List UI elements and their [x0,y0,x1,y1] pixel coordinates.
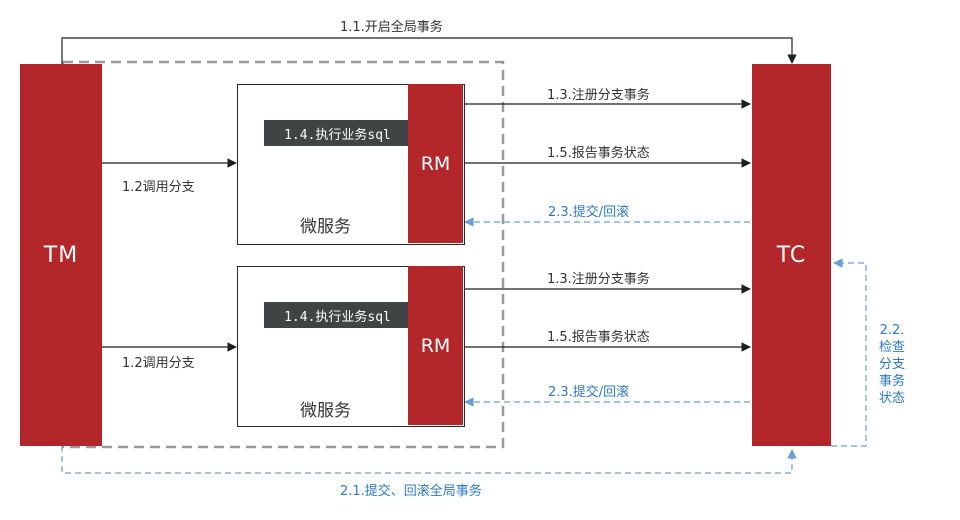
rm-label-bottom: RM [420,334,451,357]
check-status-line-4: 事务 [878,374,905,389]
begin-global-arrow [61,37,797,64]
tm-label: TM [43,242,79,268]
rm-label-top: RM [420,152,451,175]
check-status-line-2: 检查 [878,340,905,355]
commit-rollback-label-top: 2.3.提交/回滚 [548,205,630,220]
tm-block: TM [20,64,102,446]
register-label-top: 1.3.注册分支事务 [547,88,650,103]
rm-block-bottom: RM [408,266,463,425]
commit-rollback-label-bottom: 2.3.提交/回滚 [548,385,630,400]
call-branch-label-top: 1.2调用分支 [122,180,195,195]
sql-task-label-bottom: 1.4.执行业务sql [284,309,391,325]
sql-task-tag-top: 1.4.执行业务sql [264,120,411,146]
report-label-top: 1.5.报告事务状态 [547,146,650,161]
commit-global-arrow [61,446,797,474]
check-status-line-5: 状态 [878,391,905,406]
register-label-bottom: 1.3.注册分支事务 [547,272,650,287]
tc-block: TC [752,64,831,446]
commit-global-label: 2.1.提交、回滚全局事务 [340,484,482,499]
check-status-line-3: 分支 [878,357,905,372]
microservice-label-top: 微服务 [300,217,351,237]
report-label-bottom: 1.5.报告事务状态 [547,330,650,345]
begin-global-label: 1.1.开启全局事务 [340,20,443,35]
check-status-label: 2.2. 检查 分支 事务 状态 [872,322,912,407]
check-status-arrow [831,258,867,447]
sql-task-label-top: 1.4.执行业务sql [284,127,391,143]
tc-label: TC [776,242,807,268]
microservice-label-bottom: 微服务 [300,401,351,421]
check-status-line-1: 2.2. [879,323,905,338]
sql-task-tag-bottom: 1.4.执行业务sql [264,302,411,328]
call-branch-label-bottom: 1.2调用分支 [122,356,195,371]
rm-block-top: RM [408,84,463,243]
